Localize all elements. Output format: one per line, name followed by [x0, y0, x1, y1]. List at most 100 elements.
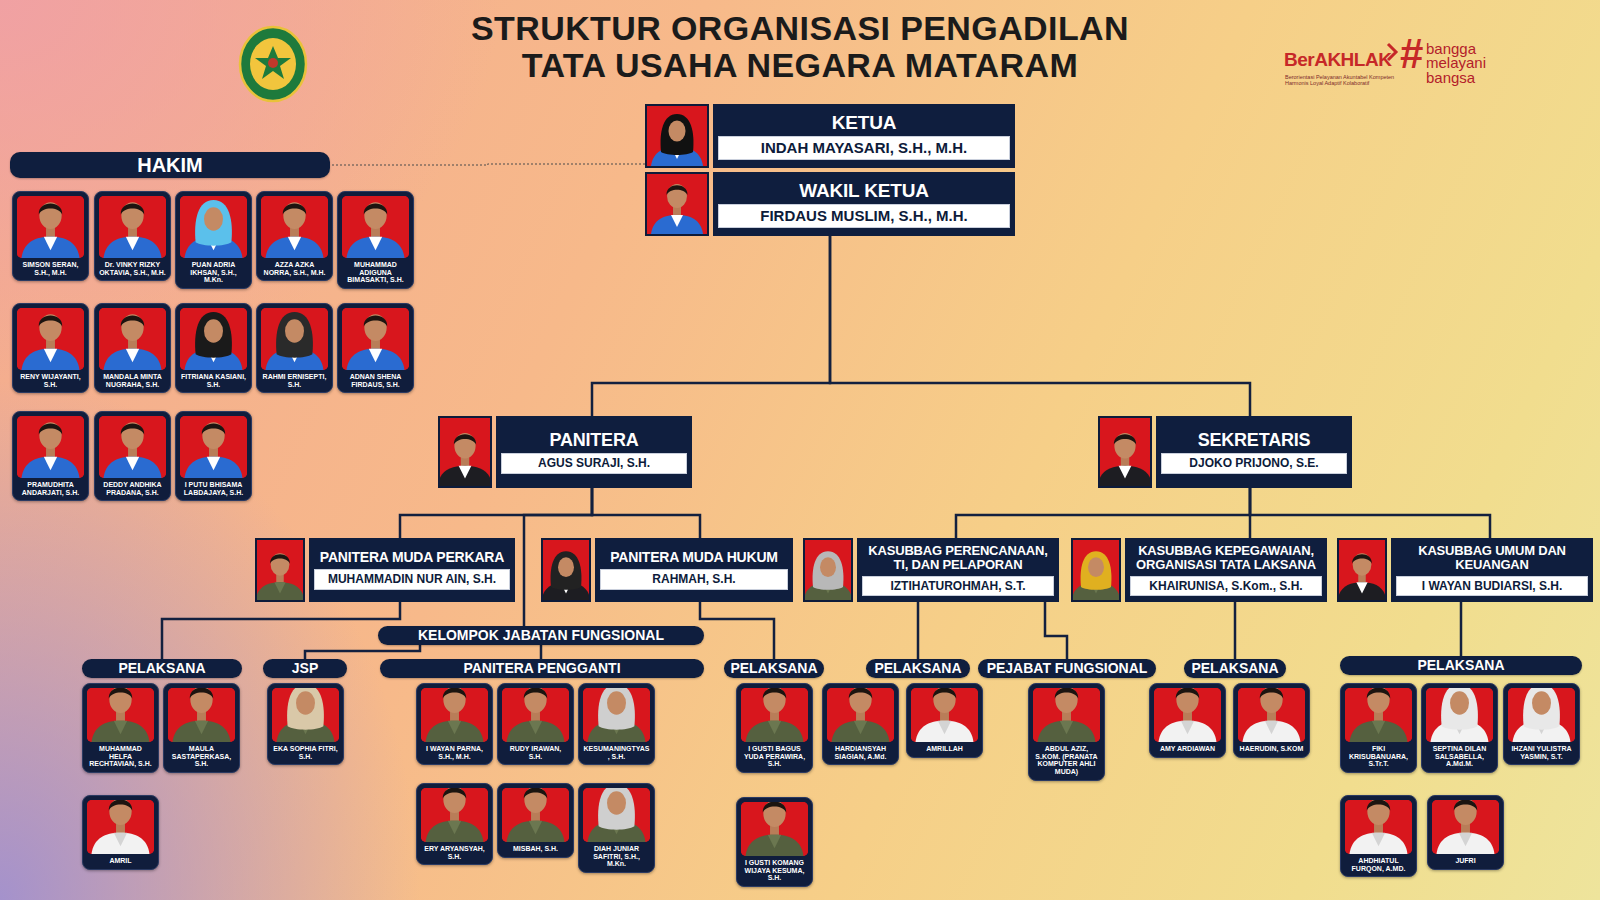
portrait-hair — [524, 788, 547, 798]
portrait-face — [1532, 691, 1551, 714]
header-band: KELOMPOK JABATAN FUNGSIONAL — [378, 626, 704, 645]
seal-ring — [240, 27, 306, 101]
org-connector — [1045, 602, 1067, 659]
photo-frame — [1345, 800, 1412, 854]
portrait-body — [103, 349, 161, 370]
portrait-face — [1454, 800, 1476, 825]
portrait-body — [506, 721, 564, 742]
portrait-photo — [168, 688, 235, 742]
portrait-hair — [39, 204, 62, 215]
person-name: INDAH MAYASARI, S.H., M.H. — [718, 136, 1010, 160]
portrait-collar — [44, 349, 57, 362]
photo-background — [257, 540, 303, 600]
portrait-body — [1158, 721, 1216, 742]
photo-background — [180, 416, 247, 478]
person-name: MANDALA MINTA NUGRAHA, S.H. — [99, 373, 166, 388]
portrait-collar — [369, 237, 382, 250]
portrait-collar — [1356, 582, 1367, 593]
title-panel: WAKIL KETUAFIRDAUS MUSLIM, S.H., M.H. — [713, 172, 1015, 236]
portrait-face — [607, 691, 626, 714]
official-box: WAKIL KETUAFIRDAUS MUSLIM, S.H., M.H. — [645, 172, 1015, 236]
person-name: MAULA SASTAPERKASA, S.H. — [168, 745, 235, 768]
title-panel: KETUAINDAH MAYASARI, S.H., M.H. — [713, 104, 1015, 168]
portrait-photo — [99, 196, 166, 258]
person-name: RAHMI ERNISEPTI, S.H. — [261, 373, 328, 388]
position-title: WAKIL KETUA — [718, 180, 1010, 201]
header-band: PELAKSANA — [866, 659, 970, 678]
portrait-hair — [283, 204, 306, 215]
photo-frame — [583, 688, 650, 742]
person-name: AGUS SURAJI, S.H. — [501, 453, 687, 473]
portrait-photo — [1100, 418, 1150, 486]
person-name: AMY ARDIAWAN — [1154, 745, 1221, 753]
staff-card: ADNAN SHENA FIRDAUS, S.H. — [337, 303, 414, 393]
photo-background — [1154, 688, 1221, 742]
photo-frame — [17, 308, 84, 370]
portrait-collar — [854, 721, 867, 734]
portrait-photo — [805, 540, 851, 600]
portrait-photo — [17, 196, 84, 258]
portrait-collar — [448, 721, 461, 734]
portrait-face — [763, 802, 785, 827]
photo-frame — [87, 688, 154, 742]
portrait-headscarf — [661, 114, 694, 155]
portrait-collar — [1265, 721, 1278, 734]
portrait-hair — [666, 185, 687, 195]
header-band: PELAKSANA — [82, 659, 242, 678]
photo-background — [342, 196, 409, 258]
portrait-collar — [114, 721, 127, 734]
title-panel: PANITERA MUDA PERKARAMUHAMMADIN NUR AIN,… — [309, 538, 515, 602]
portrait-photo — [827, 688, 894, 742]
portrait-body — [1242, 721, 1300, 742]
portrait-photo — [502, 788, 569, 842]
portrait-photo — [583, 788, 650, 842]
person-name: AZZA AZKA NORRA, S.H., M.H. — [261, 261, 328, 276]
portrait-collar — [671, 215, 683, 227]
portrait-photo — [342, 196, 409, 258]
person-name: I GUSTI KOMANG WIJAYA KESUMA, S.H. — [741, 859, 808, 882]
photo-background — [741, 688, 808, 742]
photo-background — [647, 174, 707, 234]
portrait-photo — [421, 788, 488, 842]
portrait-face — [190, 688, 212, 713]
photo-background — [180, 308, 247, 370]
photo-frame — [168, 688, 235, 742]
staff-card: AMY ARDIAWAN — [1149, 683, 1226, 758]
person-name: SIMSON SERAN, S.H., M.H. — [17, 261, 84, 276]
portrait-body — [21, 349, 79, 370]
person-name: DJOKO PRIJONO, S.E. — [1161, 453, 1347, 473]
portrait-photo — [99, 416, 166, 478]
person-name: ERY ARYANSYAH, S.H. — [421, 845, 488, 860]
portrait-hair — [190, 688, 213, 698]
photo-frame — [421, 788, 488, 842]
portrait-face — [443, 788, 465, 813]
staff-card: SEPTINA DILAN SALSABELLA, A.Md.M. — [1421, 683, 1498, 773]
person-name: AHDHIATUL FURQON, A.MD. — [1345, 857, 1412, 872]
group-heading: HAKIM — [16, 153, 324, 177]
portrait-body — [506, 821, 564, 842]
org-connector — [956, 488, 1250, 538]
official-box: PANITERA MUDA HUKUMRAHMAH, S.H. — [541, 538, 793, 602]
photo-background — [440, 418, 490, 486]
portrait-collar — [1060, 721, 1073, 734]
photo-frame — [99, 308, 166, 370]
portrait-hair — [364, 316, 387, 327]
portrait-body — [184, 457, 242, 478]
logo-text: # — [1400, 33, 1423, 75]
staff-card: MUHAMMAD ADIGUNA BIMASAKTI, S.H. — [337, 191, 414, 289]
portrait-collar — [288, 237, 301, 250]
portrait-face — [849, 688, 871, 713]
title-panel: KASUBBAG UMUM DAN KEUANGANI WAYAN BUDIAR… — [1391, 538, 1593, 602]
person-name: EKA SOPHIA FITRI, S.H. — [272, 745, 339, 760]
portrait-collar — [195, 721, 208, 734]
photo-frame — [1337, 538, 1387, 602]
photo-background — [1432, 800, 1499, 854]
official-box: PANITERAAGUS SURAJI, S.H. — [438, 416, 692, 488]
photo-frame — [803, 538, 853, 602]
photo-frame — [17, 416, 84, 478]
person-name: IHZANI YULISTRA YASMIN, S.T. — [1508, 745, 1575, 760]
portrait-face — [1450, 691, 1469, 714]
header-band: PEJABAT FUNGSIONAL — [978, 659, 1156, 678]
person-name: RAHMAH, S.H. — [600, 569, 788, 589]
group-heading: PEJABAT FUNGSIONAL — [984, 660, 1150, 677]
